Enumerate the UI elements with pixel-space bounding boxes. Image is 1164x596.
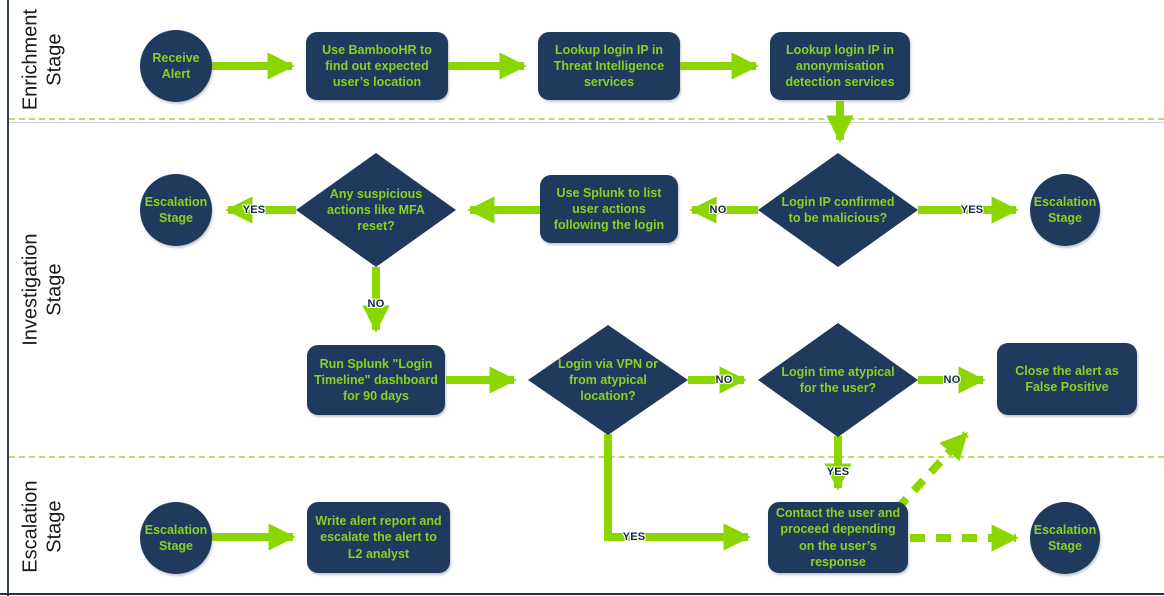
process-threat-intel-lookup: Lookup login IP in Threat Intelligence s… xyxy=(538,32,680,100)
node-label: Lookup login IP in Threat Intelligence s… xyxy=(553,42,665,90)
edge-label-timeq-yes: YES xyxy=(826,466,850,478)
terminal-escalation-mid-left: Escalation Stage xyxy=(140,174,212,246)
edge-label-suspiciousq-no: NO xyxy=(367,298,385,310)
process-close-false-positive: Close the alert as False Positive xyxy=(997,343,1137,415)
node-label: Run Splunk "Login Timeline" dashboard fo… xyxy=(314,356,438,404)
node-label: Escalation Stage xyxy=(1033,194,1097,225)
process-splunk-user-actions: Use Splunk to list user actions followin… xyxy=(540,175,678,243)
node-label: Use BambooHR to find out expected user’s… xyxy=(322,42,432,90)
edge-label-suspiciousq-yes: YES xyxy=(242,204,266,216)
node-label: Lookup login IP in anonymisation detecti… xyxy=(785,42,895,90)
node-label: Login time atypical for the user? xyxy=(781,364,895,395)
process-contact-user: Contact the user and proceed depending o… xyxy=(768,502,908,573)
node-label: Escalation Stage xyxy=(144,522,208,553)
node-label: Contact the user and proceed depending o… xyxy=(775,506,901,569)
terminal-escalation-mid-right: Escalation Stage xyxy=(1030,174,1100,246)
node-label: Receive Alert xyxy=(152,50,200,81)
edge-vpnq-yes-to-contactuser xyxy=(604,434,751,551)
lane-divider-1-underline xyxy=(9,122,1164,123)
edge-contactuser-dashed-to-closealert xyxy=(894,431,969,512)
process-write-alert-report: Write alert report and escalate the aler… xyxy=(307,502,450,573)
edge-label-vpnq-yes: YES xyxy=(622,531,646,543)
process-bamboohr-lookup: Use BambooHR to find out expected user’s… xyxy=(306,32,448,100)
edge-label-vpnq-no: NO xyxy=(715,374,733,386)
node-label: Login via VPN or from atypical location? xyxy=(557,356,658,404)
node-label: Write alert report and escalate the aler… xyxy=(315,514,442,561)
node-label: Escalation Stage xyxy=(144,194,208,225)
node-label: Login IP confirmed to be malicious? xyxy=(781,194,895,225)
node-label: Use Splunk to list user actions followin… xyxy=(553,185,665,233)
node-label: Close the alert as False Positive xyxy=(1015,363,1119,394)
node-label: Any suspicious actions like MFA reset? xyxy=(327,186,425,234)
frame-left-border xyxy=(7,0,9,596)
terminal-escalation-bottom-left: Escalation Stage xyxy=(140,502,212,574)
process-run-splunk-timeline: Run Splunk "Login Timeline" dashboard fo… xyxy=(307,345,445,415)
edge-label-timeq-no: NO xyxy=(943,374,961,386)
node-label: Escalation Stage xyxy=(1033,522,1097,553)
edge-label-maliciousq-yes: YES xyxy=(960,204,984,216)
frame-bottom-border xyxy=(0,593,1164,595)
lane-divider-2 xyxy=(9,456,1164,458)
start-receive-alert: Receive Alert xyxy=(140,30,212,102)
terminal-escalation-bottom-right: Escalation Stage xyxy=(1030,502,1100,574)
process-anonymisation-lookup: Lookup login IP in anonymisation detecti… xyxy=(770,32,910,100)
edge-label-maliciousq-no: NO xyxy=(709,204,727,216)
lane-divider-1 xyxy=(9,118,1164,120)
